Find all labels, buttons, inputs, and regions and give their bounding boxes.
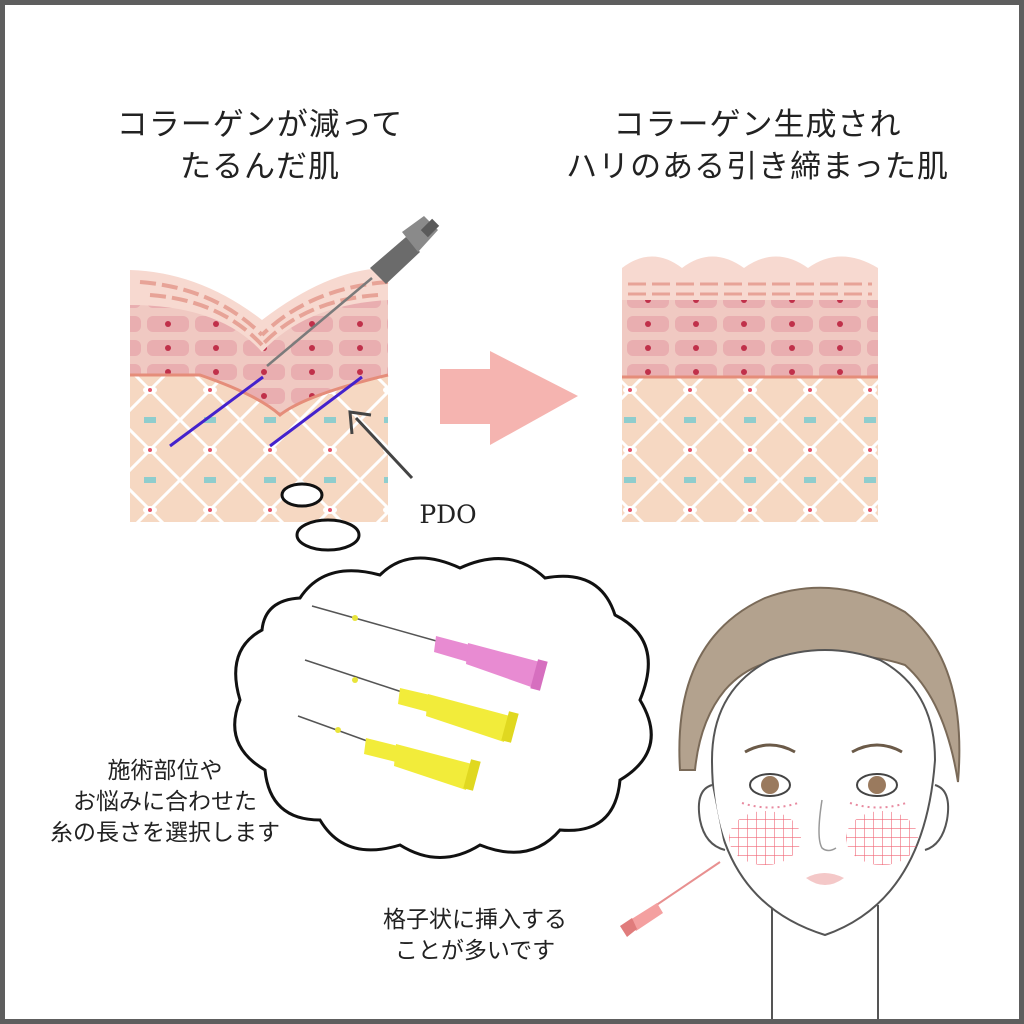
grid-insertion-note: 格子状に挿入する ことが多いです [330, 905, 620, 967]
right-cheek-grid [846, 811, 918, 865]
syringe-needle-icon [266, 216, 440, 367]
surface-layer [622, 256, 878, 300]
before-title: コラーゲンが減って たるんだ肌 [95, 105, 425, 189]
epidermis-layer [130, 290, 388, 415]
after-title-line2: ハリのある引き締まった肌 [566, 148, 949, 185]
insertion-needle-icon [620, 861, 721, 937]
thought-bubble-medium [295, 518, 361, 552]
sagging-skin-diagram [130, 268, 389, 522]
after-title: コラーゲン生成され ハリのある引き締まった肌 [540, 105, 975, 189]
left-ear [697, 784, 726, 851]
yellow-needle-icon [304, 659, 519, 743]
insert-note-line2: ことが多いです [394, 938, 556, 965]
hair [678, 586, 961, 783]
thought-bubble-small [280, 482, 324, 508]
pdo-thread-line [169, 375, 264, 448]
nose [818, 799, 837, 852]
before-title-line1: コラーゲンが減って [116, 107, 404, 143]
pdo-label: PDO [419, 500, 477, 529]
dermis-layer [622, 377, 878, 522]
face-outline [710, 649, 937, 937]
pink-needle-icon [311, 605, 548, 691]
pdo-thread-line [269, 375, 363, 448]
left-cheek-grid [729, 811, 801, 865]
insert-note-line1: 格子状に挿入する [383, 907, 567, 933]
yellow-needle-icon [297, 715, 481, 791]
right-ear [924, 784, 950, 851]
woman-face-illustration [678, 586, 961, 1019]
firm-skin-diagram [622, 256, 878, 522]
epidermis-layer [622, 300, 878, 377]
thread-note-line1: 施術部位や [107, 758, 223, 784]
thread-note-line2: お悩みに合わせた [73, 789, 257, 816]
thread-length-note: 施術部位や お悩みに合わせた 糸の長さを選択します [15, 756, 315, 849]
eyebrows [744, 743, 903, 754]
transition-arrow-icon [440, 351, 578, 445]
basement-membrane [130, 373, 389, 417]
thread-note-line3: 糸の長さを選択します [50, 820, 280, 847]
pdo-pointer-arrow [348, 410, 414, 480]
before-title-line2: たるんだ肌 [180, 148, 340, 185]
after-title-line1: コラーゲン生成され [613, 107, 902, 143]
surface-layer [130, 268, 388, 352]
lips [806, 873, 844, 885]
